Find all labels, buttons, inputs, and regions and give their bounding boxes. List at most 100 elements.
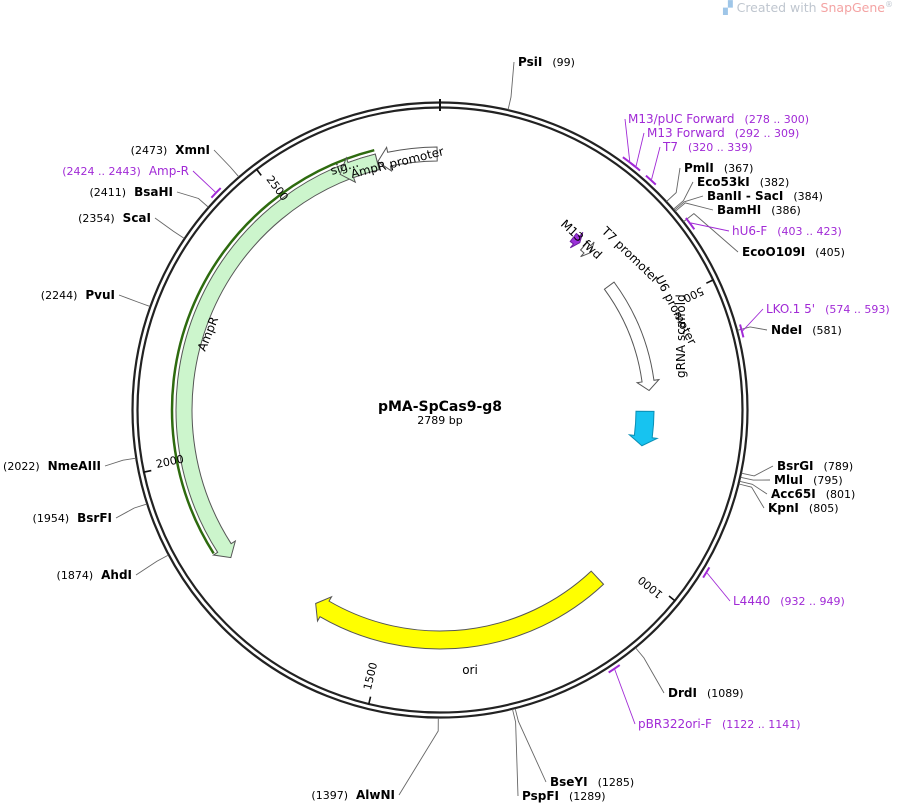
restriction-site-label[interactable]: BanII - SacI(384) <box>707 189 823 203</box>
site-name[interactable]: Acc65I <box>771 487 816 501</box>
restriction-site-label[interactable]: PmlI(367) <box>684 161 753 175</box>
site-name[interactable]: EcoO109I <box>742 245 805 259</box>
primer-label[interactable]: (2424 .. 2443) Amp-R <box>62 164 189 178</box>
site-name[interactable]: KpnI <box>768 501 799 515</box>
primer-label[interactable]: hU6-F(403 .. 423) <box>732 224 842 238</box>
feature-label: T7 promoter <box>598 223 662 286</box>
restriction-site-label[interactable]: (2354) ScaI <box>78 211 151 225</box>
site-position: (386) <box>771 204 801 217</box>
site-leader-line <box>740 476 771 481</box>
restriction-site-label[interactable]: PspFI (1289) <box>522 789 606 803</box>
restriction-site-label[interactable]: (2022) NmeAIII <box>3 459 101 473</box>
site-leader-line <box>512 709 519 797</box>
primer-name[interactable]: hU6-F <box>732 224 767 238</box>
tick-mark <box>143 469 152 473</box>
watermark-suffix: ® <box>885 0 893 9</box>
site-position: (801) <box>826 488 856 501</box>
primer-label[interactable]: pBR322ori-F(1122 .. 1141) <box>638 717 801 731</box>
restriction-site-label[interactable]: EcoO109I (405) <box>742 245 845 259</box>
m13-fwd-feature <box>569 231 584 249</box>
site-leader-line <box>154 217 185 239</box>
site-name[interactable]: BsrGI <box>777 459 814 473</box>
restriction-site-label[interactable]: KpnI (805) <box>768 501 839 515</box>
ampr-outer-strand <box>170 148 375 555</box>
site-leader-line <box>213 149 240 178</box>
site-name[interactable]: MluI <box>774 473 803 487</box>
site-position: (581) <box>812 324 842 337</box>
site-name[interactable]: ScaI <box>123 211 151 225</box>
site-name[interactable]: PvuI <box>85 288 115 302</box>
site-name[interactable]: BanII - SacI <box>707 189 783 203</box>
restriction-site-label[interactable]: (1874)AhdI <box>57 568 132 582</box>
site-name[interactable]: AhdI <box>101 568 132 582</box>
primer-bar <box>739 324 745 338</box>
tick-mark <box>255 168 262 176</box>
tick-mark <box>668 595 676 602</box>
primer-name[interactable]: T7 <box>662 140 678 154</box>
primer-label[interactable]: L4440(932 .. 949) <box>733 594 845 608</box>
primer-name[interactable]: LKO.1 5' <box>766 302 815 316</box>
site-name[interactable]: NmeAIII <box>48 459 101 473</box>
site-leader-line <box>507 61 515 110</box>
primer-position: (2424 .. 2443) <box>62 165 141 178</box>
site-name[interactable]: PspFI <box>522 789 559 803</box>
primer-leader-line <box>624 118 631 162</box>
restriction-site-label[interactable]: (2411) BsaHI <box>90 185 173 199</box>
site-position: (1289) <box>569 790 606 803</box>
tick-label: 1500 <box>361 661 380 691</box>
site-position: (2022) <box>3 460 40 473</box>
watermark-prefix: Created with <box>736 0 817 16</box>
restriction-site-label[interactable]: BseYI(1285) <box>550 775 634 789</box>
primer-bar <box>608 664 621 674</box>
site-position: (795) <box>813 474 843 487</box>
restriction-site-label[interactable]: NdeI (581) <box>771 323 842 337</box>
primer-leader-line <box>742 308 764 332</box>
site-leader-line <box>115 503 147 519</box>
restriction-site-label[interactable]: Acc65I (801) <box>771 487 855 501</box>
primer-bar <box>702 566 711 579</box>
site-leader-line <box>135 554 169 576</box>
restriction-site-label[interactable]: (1397)AlwNI <box>311 788 395 802</box>
primer-name[interactable]: M13 Forward <box>647 126 725 140</box>
restriction-site-label[interactable]: (2244)PvuI <box>41 288 115 302</box>
site-position: (805) <box>809 502 839 515</box>
snapgene-logo-icon: ▞ <box>722 0 733 16</box>
restriction-site-label[interactable]: (2473)XmnI <box>131 143 210 157</box>
site-name[interactable]: DrdI <box>668 686 697 700</box>
site-name[interactable]: PmlI <box>684 161 714 175</box>
site-name[interactable]: BamHI <box>717 203 761 217</box>
restriction-site-label[interactable]: BsrGI (789) <box>777 459 853 473</box>
site-name[interactable]: AlwNI <box>356 788 395 802</box>
tick-mark <box>706 279 714 284</box>
restriction-site-label[interactable]: Eco53kI(382) <box>697 175 789 189</box>
sig-feature <box>339 153 380 184</box>
primer-leader-line <box>651 146 661 180</box>
site-position: (2411) <box>90 186 127 199</box>
primer-label[interactable]: T7(320 .. 339) <box>662 140 753 154</box>
site-name[interactable]: NdeI <box>771 323 802 337</box>
restriction-site-label[interactable]: BamHI (386) <box>717 203 801 217</box>
restriction-site-label[interactable]: DrdI(1089) <box>668 686 744 700</box>
primer-label[interactable]: M13/pUC Forward(278 .. 300) <box>628 112 809 126</box>
site-position: (405) <box>815 246 845 259</box>
primer-label[interactable]: LKO.1 5'(574 .. 593) <box>766 302 890 316</box>
site-name[interactable]: BsaHI <box>134 185 173 199</box>
site-position: (789) <box>824 460 854 473</box>
site-name[interactable]: BsrFI <box>77 511 112 525</box>
primer-name[interactable]: pBR322ori-F <box>638 717 712 731</box>
ampr-feature <box>175 153 380 559</box>
restriction-site-label[interactable]: (1954)BsrFI <box>33 511 112 525</box>
primer-label[interactable]: M13 Forward (292 .. 309) <box>647 126 799 140</box>
site-leader-line <box>176 191 209 208</box>
primer-name[interactable]: M13/pUC Forward <box>628 112 735 126</box>
restriction-site-label[interactable]: MluI (795) <box>774 473 843 487</box>
restriction-site-label[interactable]: PsiI(99) <box>518 55 575 69</box>
site-name[interactable]: PsiI <box>518 55 542 69</box>
primer-position: (292 .. 309) <box>735 127 800 140</box>
primer-name[interactable]: Amp-R <box>149 164 189 178</box>
site-name[interactable]: BseYI <box>550 775 588 789</box>
site-name[interactable]: XmnI <box>175 143 210 157</box>
primer-name[interactable]: L4440 <box>733 594 770 608</box>
site-name[interactable]: Eco53kI <box>697 175 750 189</box>
site-position: (2354) <box>78 212 115 225</box>
